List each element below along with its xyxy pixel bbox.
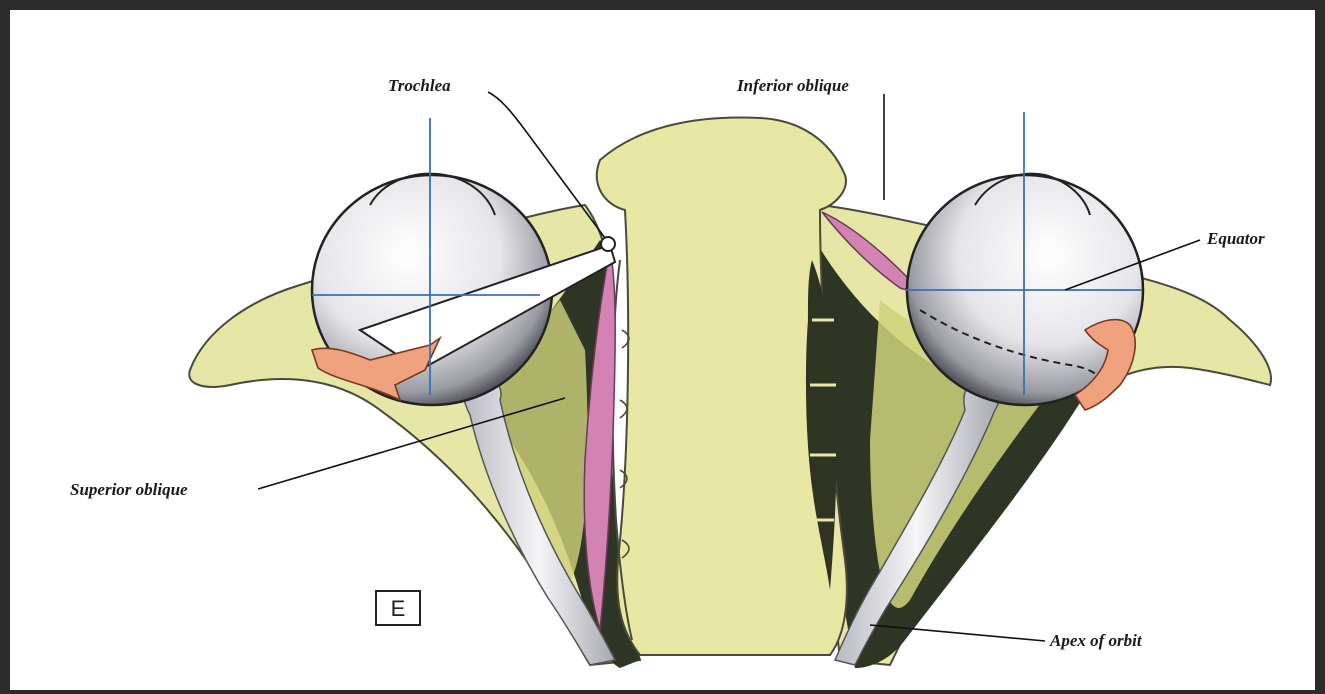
panel-letter-box: E: [376, 591, 420, 625]
label-trochlea: Trochlea: [388, 76, 451, 95]
label-equator: Equator: [1206, 229, 1265, 248]
label-apex-of-orbit: Apex of orbit: [1049, 631, 1143, 650]
label-inferior-oblique: Inferior oblique: [736, 76, 849, 95]
panel-letter: E: [391, 596, 406, 621]
nasal-column: [597, 117, 847, 655]
label-superior-oblique: Superior oblique: [70, 480, 188, 499]
trochlea-pulley: [601, 237, 615, 251]
